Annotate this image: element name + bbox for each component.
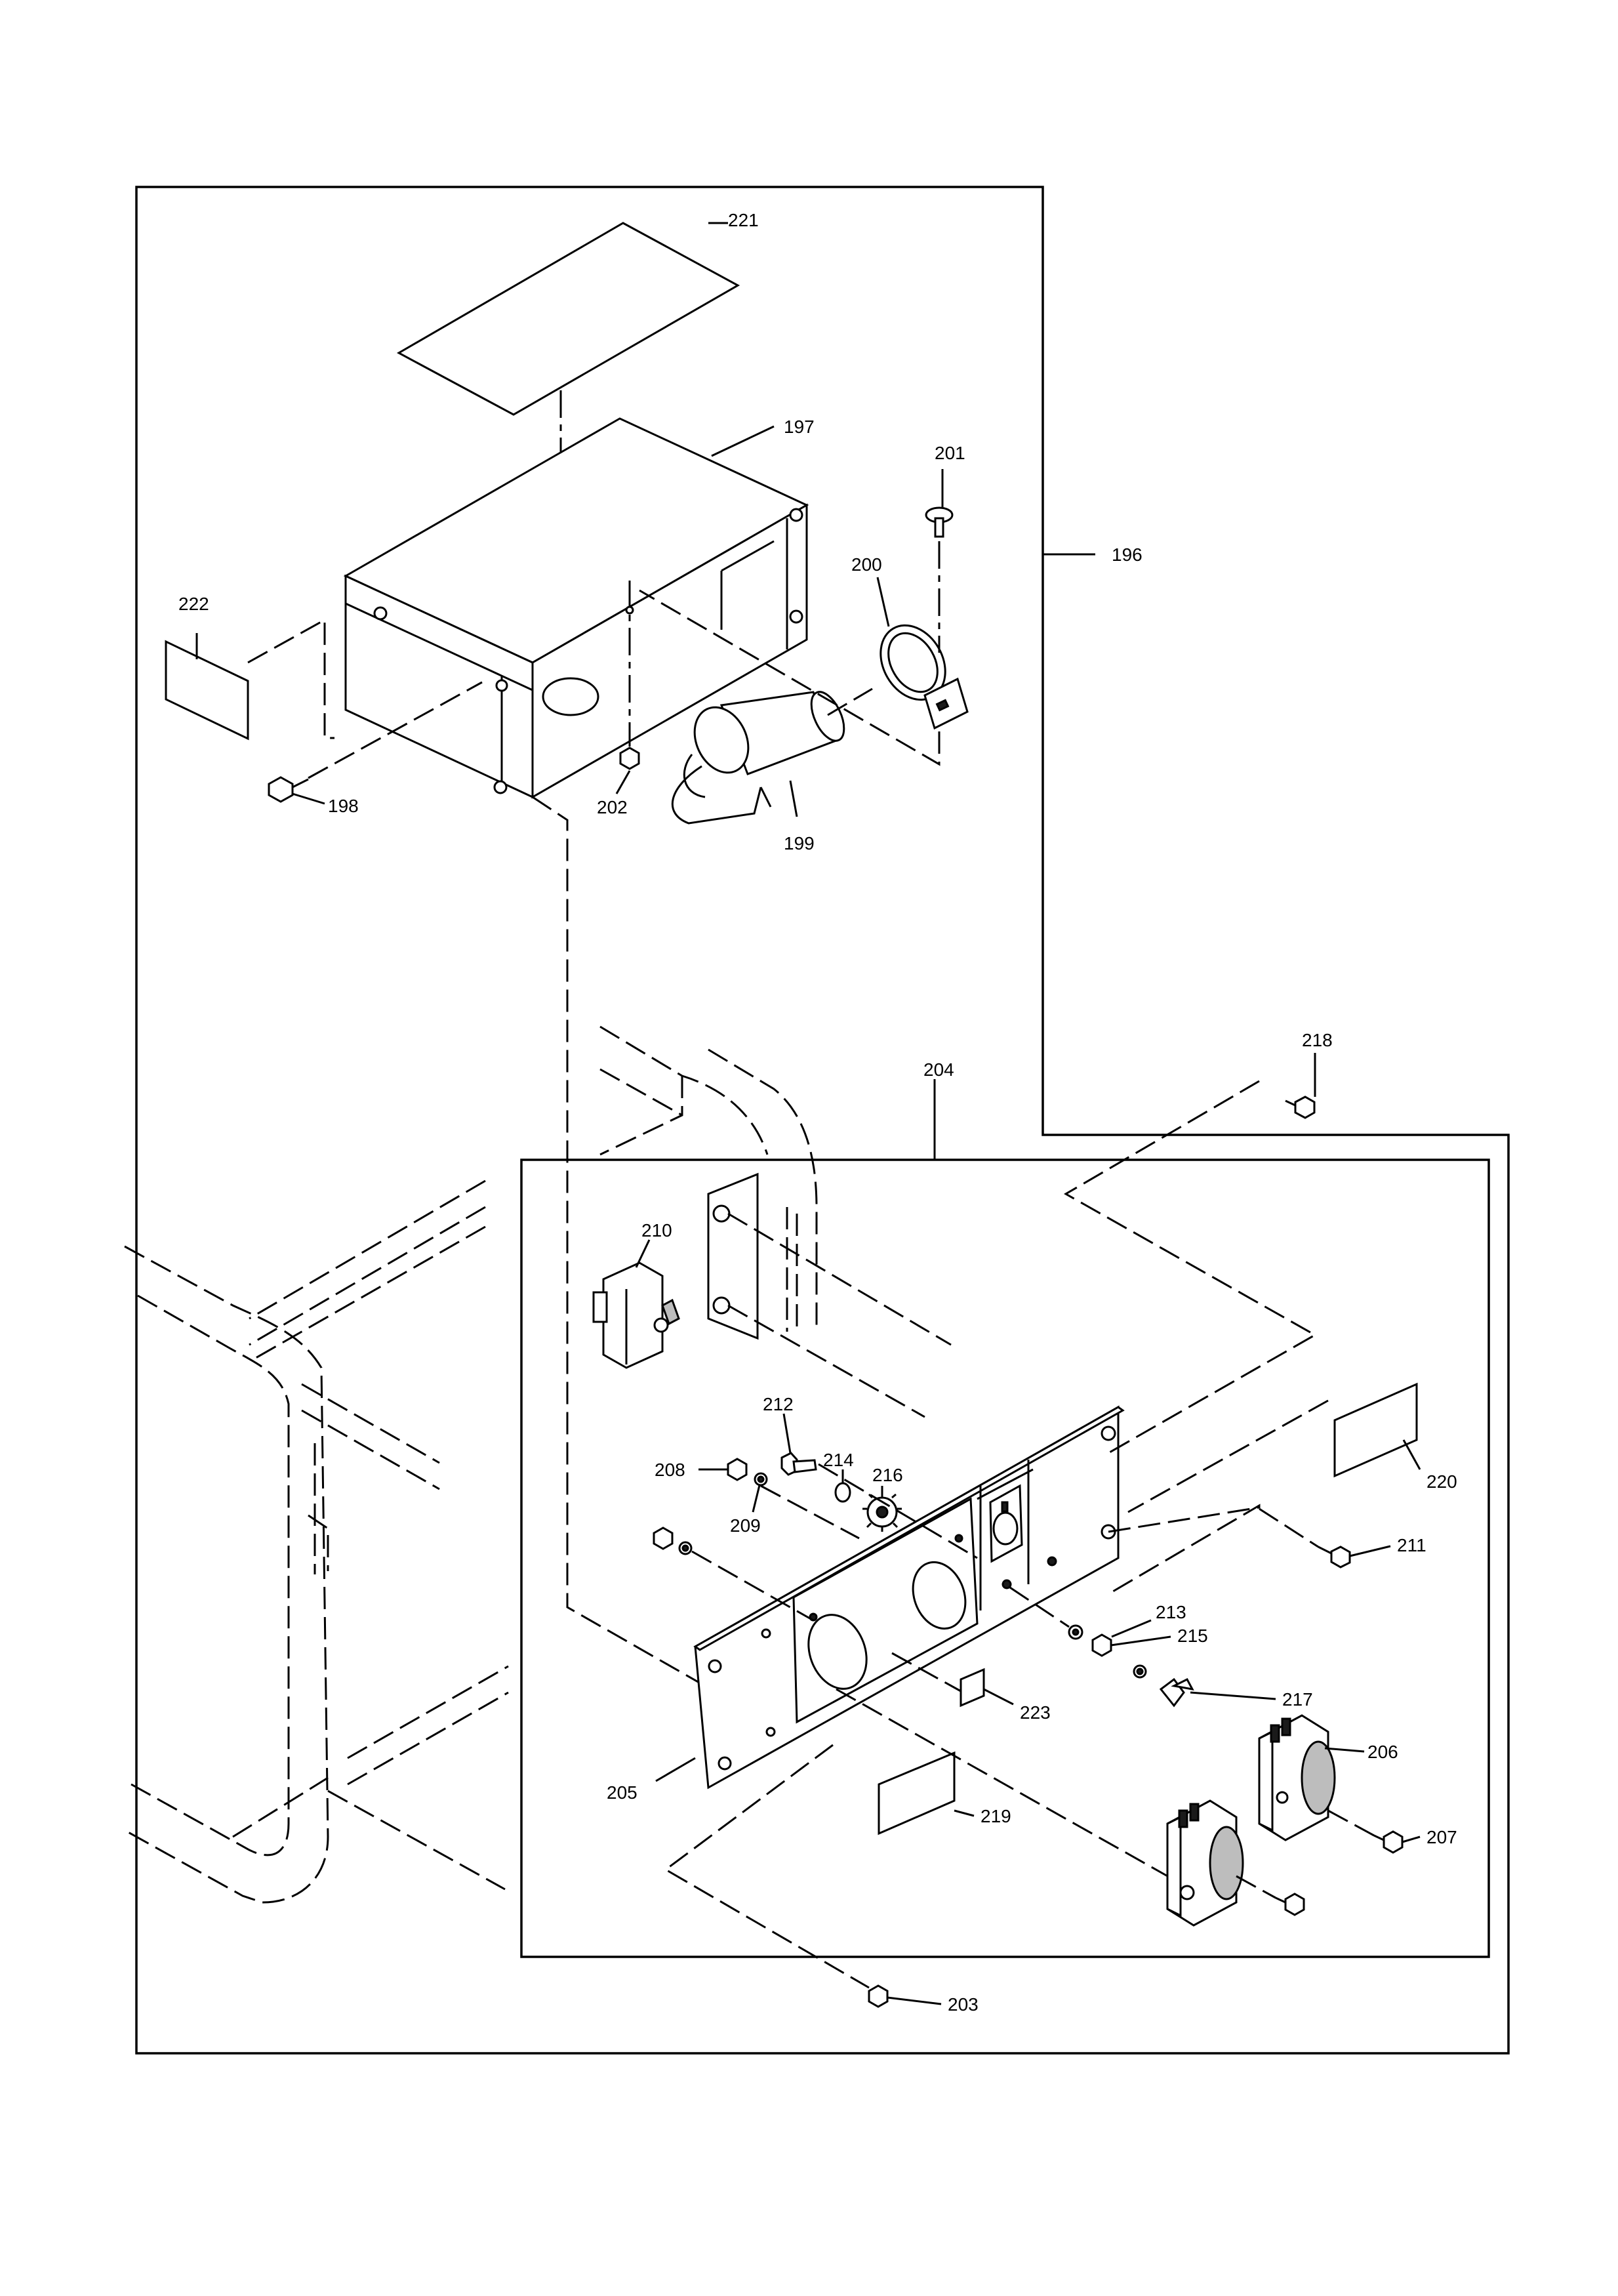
nut-214 bbox=[834, 1482, 851, 1503]
callout-218: 218 bbox=[1302, 1030, 1333, 1050]
nut-208 bbox=[727, 1458, 748, 1481]
callout-206: 206 bbox=[1367, 1742, 1398, 1762]
assembly-frame-196 bbox=[135, 186, 1510, 2055]
callout-214: 214 bbox=[823, 1450, 854, 1470]
callout-209: 209 bbox=[730, 1515, 761, 1536]
label-220 bbox=[1333, 1382, 1418, 1478]
nut-215 bbox=[1091, 1633, 1112, 1657]
callout-198: 198 bbox=[328, 796, 359, 816]
screw-212 bbox=[780, 1452, 817, 1476]
screw-lower-outlet bbox=[1275, 1893, 1305, 1916]
callout-215: 215 bbox=[1177, 1626, 1208, 1646]
clamp-200 bbox=[880, 624, 969, 730]
callout-208: 208 bbox=[655, 1460, 685, 1480]
callout-196: 196 bbox=[1112, 544, 1143, 565]
outlet-lower bbox=[1166, 1799, 1244, 1927]
callout-203: 203 bbox=[948, 1994, 979, 2015]
wing-nut-217 bbox=[1159, 1677, 1194, 1708]
control-box-197 bbox=[343, 417, 809, 799]
panel-205 bbox=[693, 1405, 1125, 1790]
screw-211 bbox=[1318, 1546, 1351, 1568]
screw-207 bbox=[1373, 1830, 1404, 1854]
callout-221: 221 bbox=[728, 210, 759, 230]
leader-lines bbox=[195, 222, 1421, 2005]
callout-223: 223 bbox=[1020, 1702, 1051, 1723]
callout-202: 202 bbox=[597, 797, 628, 817]
screw-203 bbox=[868, 1984, 889, 2008]
nut-202 bbox=[619, 747, 640, 770]
decal-sheet-221 bbox=[396, 222, 740, 416]
generator-frame-outline bbox=[124, 1025, 818, 1904]
callout-211: 211 bbox=[1397, 1535, 1426, 1555]
callout-201: 201 bbox=[935, 443, 965, 463]
callout-205: 205 bbox=[607, 1782, 637, 1803]
screw-218 bbox=[1285, 1096, 1316, 1119]
outlet-206 bbox=[1258, 1714, 1336, 1841]
callout-220: 220 bbox=[1426, 1471, 1457, 1492]
label-219 bbox=[878, 1751, 956, 1835]
control-panel-frame-204 bbox=[520, 1158, 1490, 1958]
callout-213: 213 bbox=[1156, 1602, 1186, 1622]
screw-201 bbox=[925, 506, 954, 538]
callout-197: 197 bbox=[784, 417, 815, 437]
screw-198 bbox=[268, 776, 309, 803]
label-223 bbox=[960, 1668, 985, 1708]
callout-200: 200 bbox=[851, 554, 882, 575]
label-222 bbox=[165, 640, 249, 741]
callout-212: 212 bbox=[763, 1394, 794, 1414]
callout-207: 207 bbox=[1426, 1827, 1457, 1847]
callout-217: 217 bbox=[1282, 1689, 1313, 1710]
callout-204: 204 bbox=[923, 1059, 954, 1080]
callout-210: 210 bbox=[641, 1220, 672, 1240]
bracket bbox=[707, 1172, 759, 1340]
callout-216: 216 bbox=[872, 1465, 903, 1485]
callout-219: 219 bbox=[981, 1806, 1011, 1826]
breaker-210 bbox=[592, 1261, 680, 1369]
callout-222: 222 bbox=[178, 594, 209, 614]
callout-199: 199 bbox=[784, 833, 815, 853]
capacitor-199 bbox=[671, 691, 845, 825]
